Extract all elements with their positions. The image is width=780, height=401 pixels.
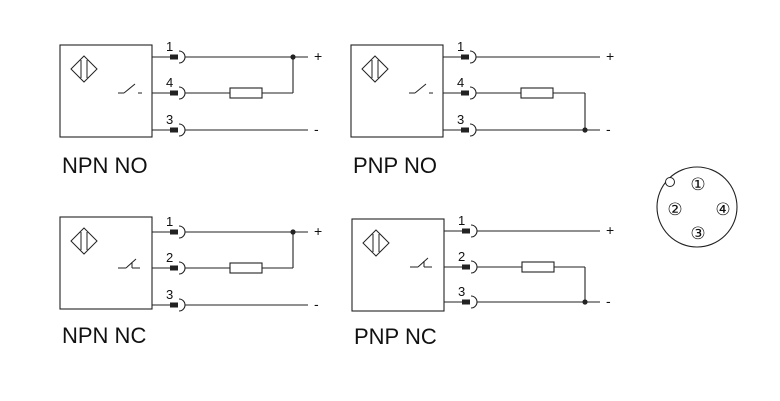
diagram-title: PNP NO <box>353 153 437 178</box>
junction-dot <box>582 299 588 305</box>
pin-number: 2 <box>166 250 173 265</box>
load-resistor-icon <box>229 262 263 274</box>
plug-pin <box>462 228 470 234</box>
pin-number: 3 <box>458 284 465 299</box>
polarity-label: + <box>606 48 614 64</box>
plug-pin <box>170 90 178 96</box>
socket-arc <box>470 224 478 238</box>
socket-arc <box>178 50 186 64</box>
sensor-diagram-pnp-nc: 1 +2 3 - PNP NC <box>351 213 614 349</box>
socket-arc <box>469 86 477 100</box>
sensor-diagram-pnp-no: 1 +4 3 - PNP NO <box>350 39 614 178</box>
socket-arc <box>178 298 186 312</box>
polarity-label: - <box>606 121 611 137</box>
plug-pin <box>170 229 178 235</box>
sensor-symbol-icon <box>362 229 390 257</box>
pin-number: 4 <box>457 75 464 90</box>
socket-arc <box>178 123 186 137</box>
sensor-diamond <box>362 229 390 257</box>
sensor-box <box>59 216 153 310</box>
load-resistor-icon <box>520 87 554 99</box>
sensor-diamond <box>361 55 389 83</box>
pin-number: 2 <box>458 249 465 264</box>
polarity-label: - <box>606 293 611 309</box>
pin-number: 1 <box>166 214 173 229</box>
polarity-label: - <box>314 121 319 137</box>
plug-pin <box>461 90 469 96</box>
connector-pin-3: ③ <box>690 224 705 243</box>
polarity-label: - <box>314 296 319 312</box>
junction-dot <box>582 127 588 133</box>
sensor-diamond <box>70 55 98 83</box>
pin-number: 4 <box>166 75 173 90</box>
sensor-box <box>59 44 153 138</box>
plug-pin <box>170 302 178 308</box>
plug-pin <box>170 127 178 133</box>
socket-arc <box>178 261 186 275</box>
switch-icon <box>409 83 433 94</box>
polarity-label: + <box>606 222 614 238</box>
switch-icon <box>118 258 140 269</box>
sensor-diagram-npn-no: 1 +4 3 - NPN NO <box>59 39 322 178</box>
pin-number: 3 <box>166 112 173 127</box>
pin-number: 1 <box>457 39 464 54</box>
diagram-title: NPN NO <box>62 153 148 178</box>
polarity-label: + <box>314 48 322 64</box>
plug-pin <box>170 54 178 60</box>
socket-arc <box>469 123 477 137</box>
connector-outline <box>656 166 738 248</box>
plug-pin <box>462 299 470 305</box>
sensor-symbol-icon <box>70 227 98 255</box>
sensor-box <box>350 44 444 138</box>
polarity-label: + <box>314 223 322 239</box>
connector-pin-1: ① <box>690 175 705 194</box>
switch-icon <box>410 257 432 268</box>
connector-pin-2: ② <box>667 200 682 219</box>
diagram-title: PNP NC <box>354 324 437 349</box>
socket-arc <box>470 295 478 309</box>
pin-number: 1 <box>458 213 465 228</box>
pin-number: 3 <box>457 112 464 127</box>
pin-number: 3 <box>166 287 173 302</box>
switch-blade <box>125 258 137 269</box>
load-resistor-icon <box>229 87 263 99</box>
socket-arc <box>178 86 186 100</box>
socket-arc <box>470 260 478 274</box>
connector-pin-4: ④ <box>715 200 730 219</box>
load-resistor-icon <box>521 261 555 273</box>
switch-icon <box>118 83 142 94</box>
junction-dot <box>290 229 296 235</box>
plug-pin <box>462 264 470 270</box>
sensor-box <box>351 218 445 312</box>
sensor-symbol-icon <box>361 55 389 83</box>
sensor-diagram-npn-nc: 1 +2 3 - NPN NC <box>59 214 322 348</box>
pin-number: 1 <box>166 39 173 54</box>
switch-blade <box>123 83 136 94</box>
sensor-symbol-icon <box>70 55 98 83</box>
plug-pin <box>461 127 469 133</box>
switch-blade <box>414 83 427 94</box>
sensor-diamond <box>70 227 98 255</box>
junction-dot <box>290 54 296 60</box>
socket-arc <box>469 50 477 64</box>
connector-key-icon <box>665 177 675 187</box>
plug-pin <box>461 54 469 60</box>
switch-blade <box>417 257 429 268</box>
socket-arc <box>178 225 186 239</box>
plug-pin <box>170 265 178 271</box>
diagram-title: NPN NC <box>62 323 146 348</box>
